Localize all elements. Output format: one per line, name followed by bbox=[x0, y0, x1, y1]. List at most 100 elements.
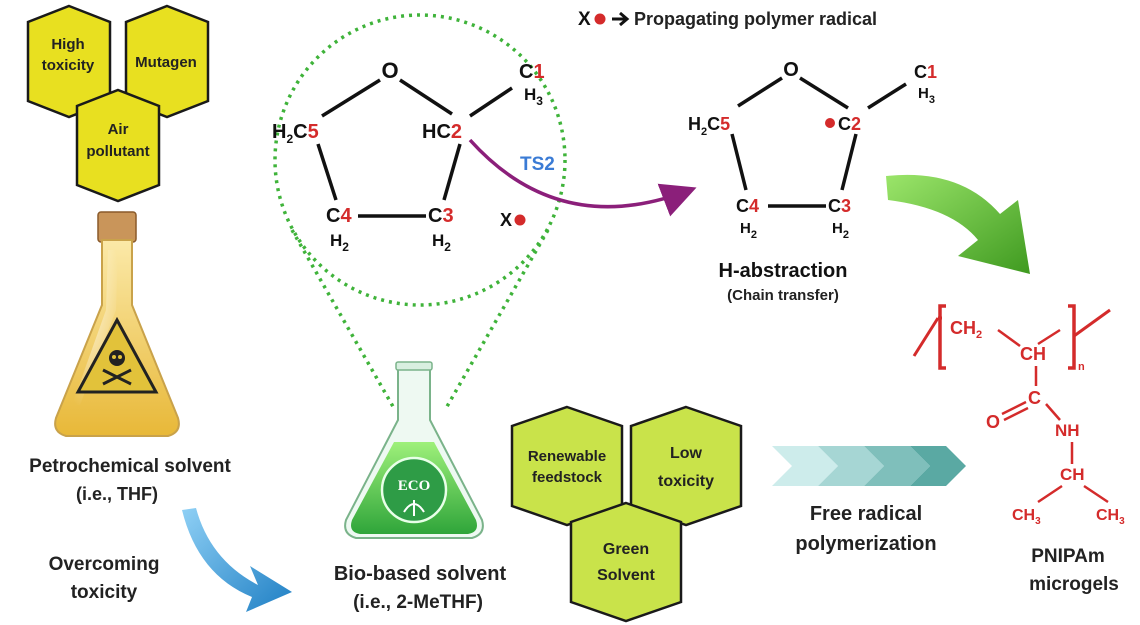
toxicity-label: toxicity bbox=[71, 582, 138, 603]
benefit-hexagon-cluster: Renewable feedstock Low toxicity Green S… bbox=[510, 405, 743, 623]
methyl-left: CH3 bbox=[1012, 507, 1041, 527]
thf-zoom-circle bbox=[273, 13, 567, 411]
reaction-arrow bbox=[468, 138, 697, 217]
atom-c4-h: H2 bbox=[330, 231, 349, 254]
overcoming-toxicity-arrow bbox=[182, 508, 292, 612]
petrochemical-solvent-label: Petrochemical solvent bbox=[29, 456, 231, 477]
hazard-hexagon-high-toxicity bbox=[26, 4, 112, 119]
chevron-icon bbox=[910, 446, 966, 486]
atom-c3: C3 bbox=[828, 196, 851, 216]
hazard-label-air: Air bbox=[108, 121, 129, 138]
benefit-label-green: Green bbox=[603, 541, 649, 558]
radical-product-molecule: O C1 H3 C2 H2C5 C4 H2 C3 H2 bbox=[688, 59, 937, 241]
hazard-hexagon-mutagen bbox=[124, 4, 210, 119]
leaf-icon bbox=[403, 500, 425, 516]
hazard-label-pollutant: pollutant bbox=[86, 143, 149, 160]
bond-c2-c3 bbox=[442, 143, 462, 201]
bond-c2-c3 bbox=[840, 133, 858, 191]
microgels-label: microgels bbox=[1029, 574, 1119, 595]
zoom-line-right bbox=[443, 229, 550, 411]
radical-dot-icon bbox=[594, 13, 606, 25]
bond-o-c2 bbox=[399, 78, 453, 116]
backbone-right-bond bbox=[1073, 308, 1111, 338]
atom-o: O bbox=[381, 58, 398, 83]
zoom-circle-outline bbox=[273, 13, 567, 307]
eco-badge-icon bbox=[380, 456, 448, 524]
backbone-left-bond bbox=[912, 316, 942, 357]
legend-arrow-icon bbox=[612, 11, 630, 27]
amide-nh: NH bbox=[1055, 421, 1080, 440]
legend-x-symbol: X bbox=[578, 9, 591, 30]
hazard-label-high: High bbox=[51, 36, 84, 53]
bracket-left-icon bbox=[938, 304, 946, 370]
chevron-icon bbox=[864, 446, 930, 486]
chain-transfer-label: (Chain transfer) bbox=[727, 287, 839, 304]
atom-c4-h: H2 bbox=[740, 220, 757, 241]
carbonyl-o: O bbox=[986, 412, 1000, 432]
hazard-hexagon-cluster: High toxicity Mutagen Air pollutant bbox=[26, 4, 210, 203]
bond-o-c2 bbox=[799, 76, 849, 110]
polymerization-label: polymerization bbox=[795, 533, 936, 555]
atom-c1: C1 bbox=[914, 62, 937, 82]
atom-c1-h: H3 bbox=[524, 85, 543, 108]
isopropyl-ch: CH bbox=[1060, 465, 1085, 484]
hazard-label-mutagen: Mutagen bbox=[135, 54, 197, 71]
radical-dot-icon bbox=[825, 118, 835, 128]
cork-icon bbox=[97, 211, 137, 243]
bond-c2-c1 bbox=[469, 86, 513, 118]
hazard-hexagon-air-pollutant bbox=[75, 88, 161, 203]
chevron-icon bbox=[772, 446, 838, 486]
hazard-label-toxicity: toxicity bbox=[42, 57, 95, 74]
atom-c5: H2C5 bbox=[272, 121, 319, 146]
ch2-group: CH2 bbox=[950, 318, 982, 341]
methyl-right: CH3 bbox=[1096, 507, 1125, 527]
chevron-icon bbox=[818, 446, 884, 486]
benefit-hexagon-renewable bbox=[510, 405, 624, 527]
atom-c4: C4 bbox=[326, 205, 352, 227]
ch-group: CH bbox=[1020, 344, 1046, 364]
benefit-label-solvent: Solvent bbox=[597, 567, 655, 584]
benefit-label-feedstock: feedstock bbox=[532, 469, 603, 486]
atom-c5: H2C5 bbox=[688, 114, 730, 138]
atom-c1-h: H3 bbox=[918, 85, 935, 106]
radical-x-label: X bbox=[500, 210, 512, 230]
legend-text: Propagating polymer radical bbox=[634, 9, 877, 29]
thf-molecule: O C1 H3 HC2 H2C5 C4 H2 C3 H2 X bbox=[272, 58, 545, 254]
zoom-line-left bbox=[290, 229, 397, 411]
bio-based-example-label: (i.e., 2-MeTHF) bbox=[353, 592, 483, 613]
pnipam-label: PNIPAm bbox=[1031, 546, 1105, 567]
radical-dot-icon bbox=[514, 214, 526, 226]
atom-c3: C3 bbox=[428, 205, 454, 227]
bracket-right-icon bbox=[1068, 304, 1076, 370]
bond-o-c5 bbox=[737, 76, 783, 108]
transition-state-label: TS2 bbox=[520, 154, 555, 175]
bio-based-flask: ECO bbox=[344, 361, 484, 539]
benefit-label-renewable: Renewable bbox=[528, 448, 606, 465]
atom-c2: HC2 bbox=[422, 121, 462, 143]
bond-c5-c4 bbox=[730, 133, 748, 191]
bond-o-c5 bbox=[321, 78, 381, 118]
petrochemical-flask bbox=[54, 211, 180, 437]
free-radical-label: Free radical bbox=[810, 503, 922, 525]
pnipam-structure: CH2 CH n C O NH CH CH3 CH3 bbox=[912, 304, 1125, 527]
bond-c2-c1 bbox=[867, 82, 907, 110]
repeat-n-label: n bbox=[1078, 361, 1085, 373]
atom-c2: C2 bbox=[838, 114, 861, 134]
petrochemical-example-label: (i.e., THF) bbox=[76, 484, 158, 504]
bond-c5-c4 bbox=[316, 143, 338, 201]
overcoming-label: Overcoming bbox=[49, 554, 160, 575]
crossbones-icon bbox=[102, 368, 132, 386]
benefit-label-low: Low bbox=[670, 445, 703, 462]
benefit-hexagon-green-solvent bbox=[569, 501, 683, 623]
eco-badge-text: ECO bbox=[398, 478, 431, 494]
bio-based-solvent-label: Bio-based solvent bbox=[334, 563, 507, 585]
h-abstraction-label: H-abstraction bbox=[719, 260, 848, 282]
carbonyl-c: C bbox=[1028, 388, 1041, 408]
polymerization-chevrons bbox=[772, 446, 966, 486]
radical-legend: X Propagating polymer radical bbox=[578, 9, 877, 30]
atom-c4: C4 bbox=[736, 196, 759, 216]
atom-c1: C1 bbox=[519, 61, 545, 83]
green-product-arrow bbox=[886, 174, 1030, 274]
atom-c3-h: H2 bbox=[832, 220, 849, 241]
